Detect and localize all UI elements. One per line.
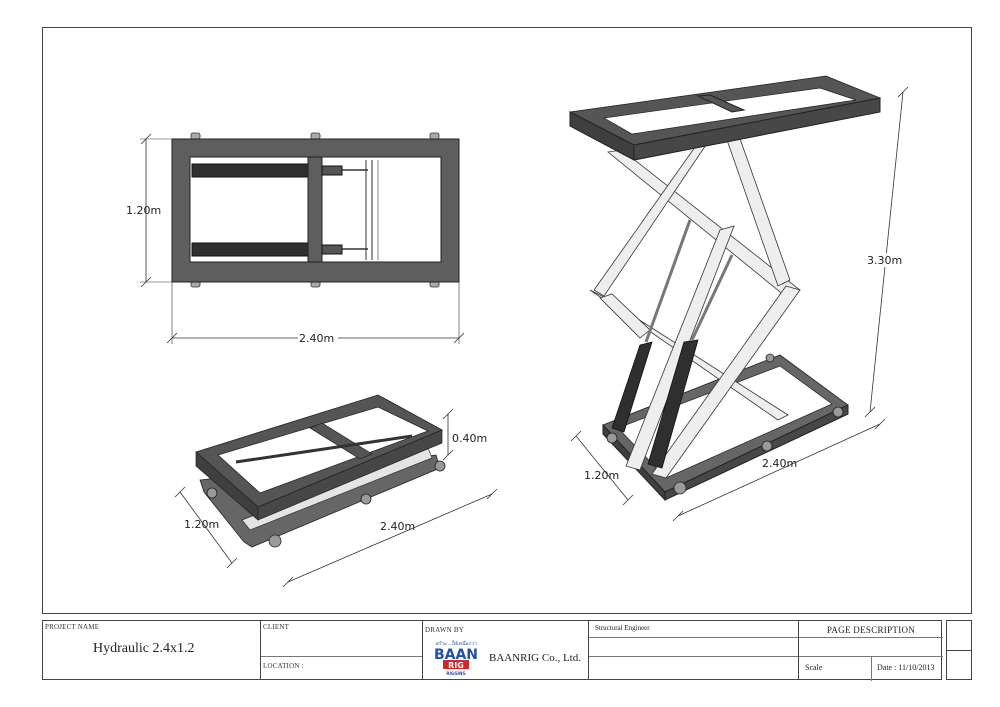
drawn-by-cell: DRAWN BY สร้าง...ให้เหนือกว่า BAAN RIG R…	[423, 621, 589, 679]
baanrig-logo: สร้าง...ให้เหนือกว่า BAAN RIG RIGGING	[431, 639, 481, 677]
dim-raised-width: 1.20m	[584, 469, 619, 482]
lowered-view	[174, 394, 498, 588]
date-value: Date : 11/10/2013	[877, 663, 935, 672]
engineer-divider-1	[589, 637, 798, 638]
scale-date-divider	[871, 656, 872, 681]
logo-tagline: สร้าง...ให้เหนือกว่า	[435, 640, 477, 647]
dim-raised-height: 3.30m	[867, 254, 902, 267]
page-description-cell: PAGE DESCRIPTION Scale Date : 11/10/2013	[799, 621, 943, 681]
engineer-divider-2	[589, 656, 798, 657]
structural-engineer-cell: Structural Engineer	[589, 621, 799, 679]
dim-low-width: 1.20m	[184, 518, 219, 531]
logo-subtext: RIGGING	[446, 671, 465, 676]
project-name-label: PROJECT NAME	[45, 623, 100, 631]
dim-low-length: 2.40m	[380, 520, 415, 533]
page-description-label: PAGE DESCRIPTION	[826, 625, 916, 635]
client-divider	[261, 656, 422, 657]
client-label: CLIENT	[263, 623, 290, 631]
dim-raised-length: 2.40m	[762, 457, 797, 470]
scale-label: Scale	[805, 663, 823, 672]
logo-text-bottom: RIG	[448, 661, 464, 670]
revision-box	[946, 620, 972, 680]
dim-top-length: 2.40m	[299, 332, 334, 345]
project-name: Hydraulic 2.4x1.2	[93, 641, 195, 656]
title-block: PROJECT NAME Hydraulic 2.4x1.2 CLIENT LO…	[42, 620, 943, 681]
technical-drawing: 1.20m 2.40m 0.40m 1.20m 2.40m 3.30m 1.20…	[126, 75, 909, 588]
structural-engineer-label: Structural Engineer	[595, 624, 650, 632]
client-cell: CLIENT LOCATION :	[261, 621, 423, 679]
revision-box-top	[947, 621, 971, 651]
location-label: LOCATION :	[263, 662, 304, 670]
company-name: BAANRIG Co., Ltd.	[489, 652, 581, 664]
top-view	[140, 132, 465, 344]
dim-top-width: 1.20m	[126, 204, 161, 217]
page-desc-divider-1	[799, 637, 943, 638]
project-name-cell: PROJECT NAME Hydraulic 2.4x1.2	[43, 621, 261, 679]
raised-view	[568, 75, 909, 522]
dim-low-height: 0.40m	[452, 432, 487, 445]
drawing-sheet-border	[42, 27, 972, 614]
drawn-by-label: DRAWN BY	[425, 626, 464, 634]
logo-text-top: BAAN	[434, 647, 478, 663]
